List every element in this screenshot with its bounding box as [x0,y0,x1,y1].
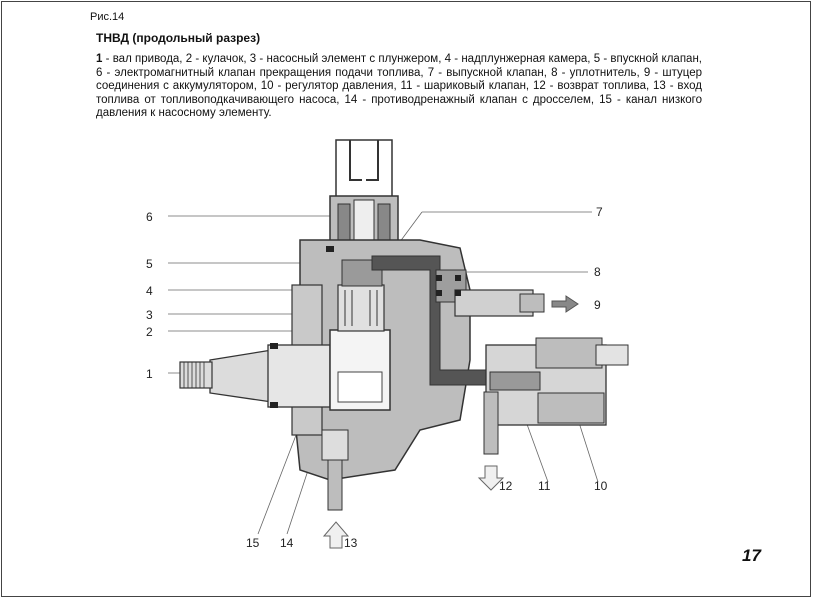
callout-2: 2 [146,325,153,339]
caption-first-number: 1 [96,53,103,65]
callout-7: 7 [596,205,603,219]
callout-11: 11 [538,479,551,493]
caption-text: - вал привода, 2 - кулачок, 3 - насосный… [96,53,702,119]
page-number: 17 [742,546,761,565]
callout-12: 12 [499,479,513,493]
callout-3: 3 [146,308,153,322]
callout-15: 15 [246,536,260,550]
figure-title: ТНВД (продольный разрез) [96,31,261,45]
figure-caption: 1 - вал привода, 2 - кулачок, 3 - насосн… [96,53,702,121]
pump-body [179,139,629,549]
callout-13: 13 [344,536,358,550]
callout-labels: 6 5 4 3 2 1 7 8 9 10 11 12 13 14 15 [146,205,608,550]
callout-8: 8 [594,265,601,279]
figure-label: Рис.14 [90,11,125,23]
callout-6: 6 [146,210,153,224]
callout-5: 5 [146,257,153,271]
callout-1: 1 [146,367,153,381]
callout-9: 9 [594,298,601,312]
callout-10: 10 [594,479,608,493]
callout-4: 4 [146,284,153,298]
callout-14: 14 [280,536,294,550]
